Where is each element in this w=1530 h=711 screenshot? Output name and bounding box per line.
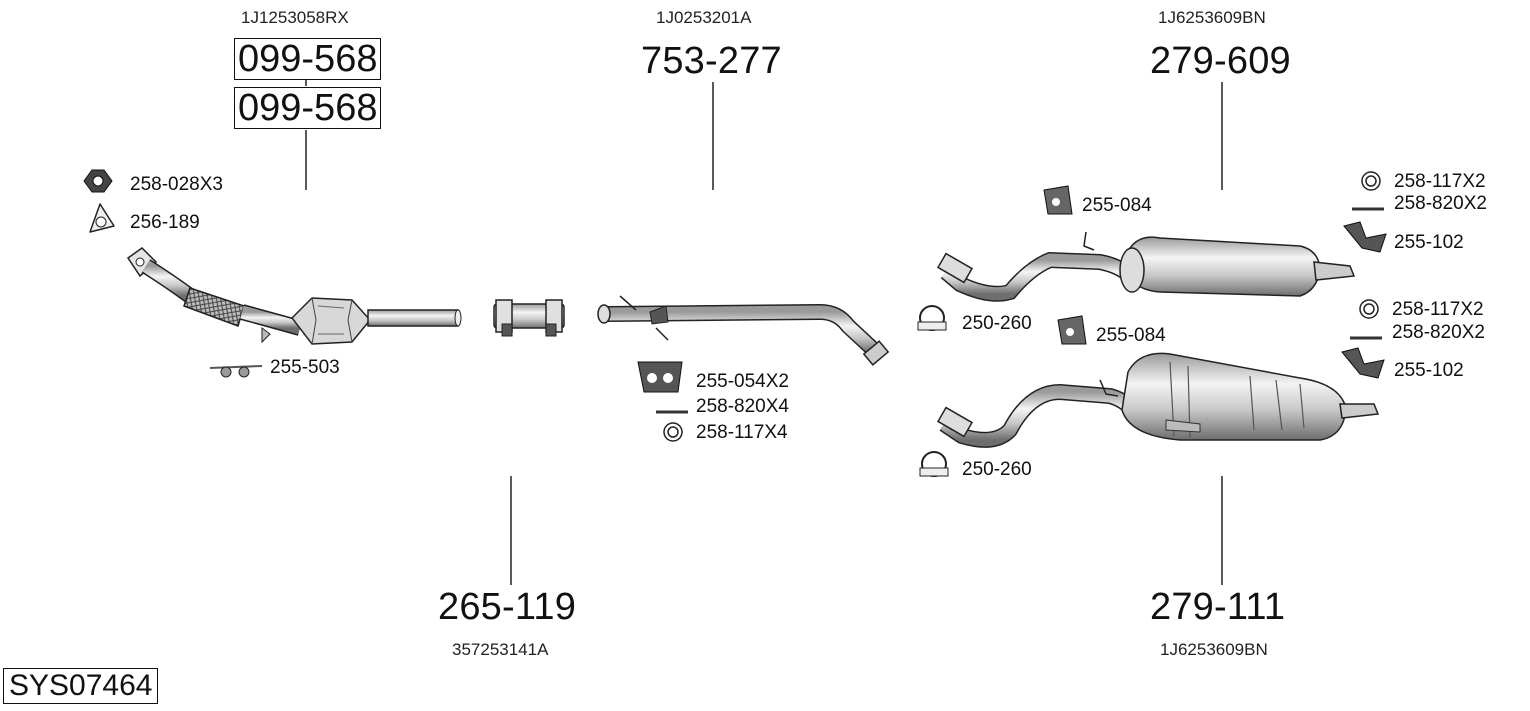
accessory-code-bracket-upper[interactable]: 255-102 bbox=[1394, 232, 1464, 253]
nut-icon bbox=[83, 169, 113, 193]
rear-silencer-lower[interactable] bbox=[936, 352, 1380, 448]
middle-pipe[interactable] bbox=[597, 295, 890, 366]
ring-icon bbox=[1361, 171, 1381, 191]
accessory-code-bolt-lower[interactable]: 258-820X2 bbox=[1392, 322, 1485, 343]
clamp-icon bbox=[919, 451, 949, 477]
part-number-front-1[interactable]: 099-568 bbox=[234, 38, 382, 80]
part-number-connector[interactable]: 265-119 bbox=[438, 586, 577, 628]
accessory-code-clamp-upper[interactable]: 250-260 bbox=[962, 313, 1032, 334]
mounting-kit-icon bbox=[209, 365, 263, 378]
accessory-code-rubber-hanger-lower[interactable]: 255-084 bbox=[1096, 325, 1166, 346]
gasket-icon bbox=[89, 203, 115, 233]
accessory-code-bolt[interactable]: 258-820X4 bbox=[696, 396, 789, 417]
leader-lines bbox=[305, 78, 1223, 585]
accessory-code-nut[interactable]: 258-028X3 bbox=[130, 174, 223, 195]
accessory-code-bolt-upper[interactable]: 258-820X2 bbox=[1394, 193, 1487, 214]
rubber-hanger-icon bbox=[637, 361, 683, 393]
part-number-rear-lower[interactable]: 279-111 bbox=[1150, 586, 1286, 628]
bracket-icon bbox=[1343, 221, 1387, 253]
bracket-icon bbox=[1341, 347, 1385, 379]
accessory-code-ring-upper[interactable]: 258-117X2 bbox=[1394, 171, 1486, 192]
oem-number-front: 1J1253058RX bbox=[241, 8, 349, 27]
accessory-code-ring-lower[interactable]: 258-117X2 bbox=[1392, 299, 1484, 320]
oem-number-rear-upper: 1J6253609BN bbox=[1158, 8, 1266, 27]
rubber-hanger-icon bbox=[1057, 315, 1087, 345]
ring-icon bbox=[1359, 299, 1379, 319]
rear-silencer-upper[interactable] bbox=[936, 231, 1356, 302]
part-number-rear-upper[interactable]: 279-609 bbox=[1150, 40, 1291, 82]
accessory-code-gasket[interactable]: 256-189 bbox=[130, 212, 200, 233]
oem-number-connector: 357253141A bbox=[452, 640, 549, 659]
accessory-code-mounting-kit[interactable]: 255-503 bbox=[270, 357, 340, 378]
system-code-badge: SYS07464 bbox=[3, 668, 159, 704]
oem-number-rear-lower: 1J6253609BN bbox=[1160, 640, 1268, 659]
part-number-middle[interactable]: 753-277 bbox=[641, 40, 782, 82]
accessory-code-clamp-lower[interactable]: 250-260 bbox=[962, 459, 1032, 480]
pipe-connector[interactable] bbox=[493, 299, 565, 337]
accessory-code-bracket-lower[interactable]: 255-102 bbox=[1394, 360, 1464, 381]
accessory-code-rubber-hanger[interactable]: 255-054X2 bbox=[696, 371, 789, 392]
accessory-code-rubber-hanger-upper[interactable]: 255-084 bbox=[1082, 195, 1152, 216]
ring-icon bbox=[663, 422, 683, 442]
clamp-icon bbox=[917, 305, 947, 331]
accessory-code-ring[interactable]: 258-117X4 bbox=[696, 422, 788, 443]
oem-number-middle: 1J0253201A bbox=[656, 8, 752, 27]
front-pipe-catalyst[interactable] bbox=[126, 247, 462, 345]
part-number-front-2[interactable]: 099-568 bbox=[234, 87, 382, 129]
rubber-hanger-icon bbox=[1043, 185, 1073, 215]
